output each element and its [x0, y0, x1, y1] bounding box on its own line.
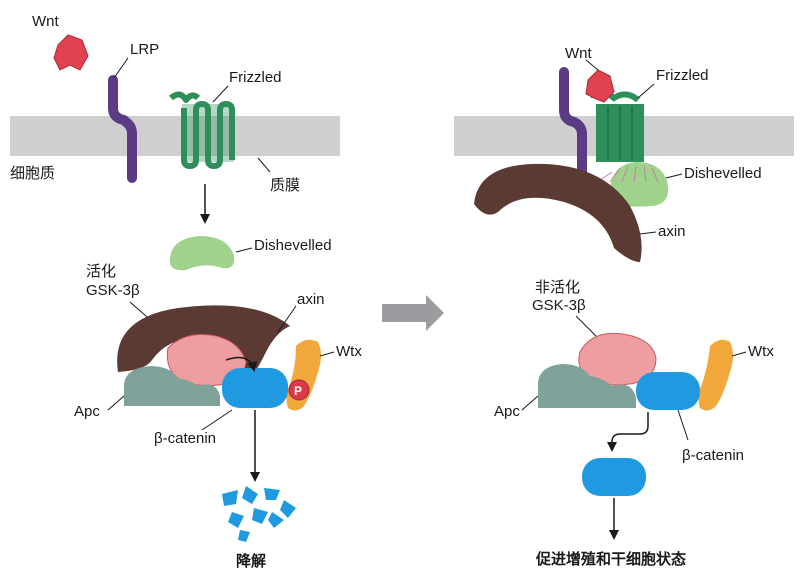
left-wtx-leader [319, 351, 335, 357]
right-catenin-leader [677, 409, 689, 441]
right-apc-label: Apc [494, 403, 520, 420]
right-frizzled-label: Frizzled [656, 67, 709, 84]
right-wnt-protein [585, 69, 615, 103]
right-axin-leader [639, 231, 657, 235]
left-dishevelled-protein [169, 236, 235, 271]
right-wtx-leader [731, 351, 747, 357]
left-wtx-label: Wtx [336, 343, 362, 360]
left-frizzled-body [182, 104, 234, 162]
left-degradation-label: 降解 [236, 552, 266, 570]
left-apc-label: Apc [74, 403, 100, 420]
left-phosphate-circle [288, 379, 310, 401]
left-axin-label: axin [297, 291, 325, 308]
right-gsk-leader [575, 315, 601, 341]
left-gsk-label: GSK-3β [86, 282, 140, 299]
left-gsk-to-catenin-arrow [225, 356, 258, 372]
left-dishevelled-leader [235, 247, 253, 253]
right-panel: Wnt Frizzled Dishevelled axin 非活化 GSK-3β… [454, 45, 794, 568]
left-lrp-label: LRP [130, 41, 159, 58]
left-wnt-protein [53, 34, 89, 71]
left-membrane-leader [257, 157, 271, 173]
left-membrane-label: 质膜 [270, 176, 300, 194]
left-axin-protein [117, 305, 290, 386]
right-wnt-label: Wnt [565, 45, 593, 62]
right-catenin-label: β-catenin [682, 447, 744, 464]
right-free-beta-catenin [582, 458, 646, 496]
left-lrp-receptor [108, 75, 137, 183]
left-catenin-label: β-catenin [154, 430, 216, 447]
left-apc-leader [107, 395, 125, 411]
left-degraded-fragments [222, 486, 296, 542]
right-gsk-label: GSK-3β [532, 297, 586, 314]
right-apc-leader [521, 395, 539, 411]
transition-arrow [382, 295, 444, 331]
right-dishevelled-protein [609, 162, 669, 207]
right-catenin-release-arrow [607, 412, 649, 452]
right-dishevelled-label: Dishevelled [684, 165, 762, 182]
right-wtx-label: Wtx [748, 343, 774, 360]
right-frizzled-loops [607, 106, 633, 160]
right-dishevelled-leader [665, 173, 683, 179]
left-gsk-state-label: 活化 [86, 262, 116, 280]
right-gsk-state-label: 非活化 [535, 278, 580, 296]
left-wnt-label: Wnt [32, 13, 60, 30]
left-dishevelled-label: Dishevelled [254, 237, 332, 254]
right-wnt-leader [585, 59, 599, 71]
left-frizzled-leader [212, 85, 229, 103]
left-phosphate-label: P [294, 384, 302, 398]
right-axin-protein [474, 163, 642, 262]
left-catenin-leader [201, 409, 233, 431]
left-plasma-membrane [10, 116, 340, 156]
left-wtx-protein [286, 339, 321, 411]
left-frizzled-receptor [169, 91, 235, 169]
right-outcome-label: 促进增殖和干细胞状态 [535, 550, 686, 568]
right-lrp-receptor [559, 67, 587, 185]
right-wtx-protein [698, 339, 733, 411]
right-axin-label: axin [658, 223, 686, 240]
left-frizzled-label: Frizzled [229, 69, 282, 86]
right-dishevelled-ticks [599, 165, 659, 183]
left-cytoplasm-label: 细胞质 [10, 164, 55, 182]
right-frizzled-leader [637, 83, 655, 99]
left-axin-leader [277, 305, 297, 333]
left-panel: Wnt LRP Frizzled 细胞质 质膜 Dishevelled 活化 G… [10, 13, 362, 570]
right-apc-protein [538, 364, 636, 408]
left-apc-protein [124, 366, 220, 406]
right-beta-catenin-protein [636, 372, 700, 410]
left-lrp-leader [113, 57, 129, 79]
left-beta-catenin-protein [222, 368, 288, 408]
